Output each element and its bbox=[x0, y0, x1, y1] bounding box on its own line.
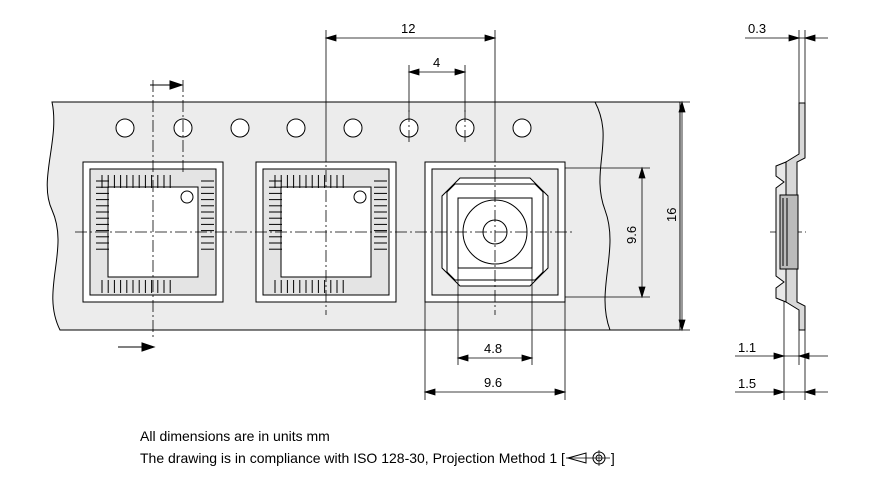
center-lines bbox=[75, 80, 806, 340]
sprocket-hole bbox=[115, 118, 135, 138]
units-note: All dimensions are in units mm bbox=[140, 428, 330, 444]
sprocket-hole bbox=[230, 118, 250, 138]
dim-hole-pitch-label: 4 bbox=[433, 55, 440, 70]
sprocket-holes bbox=[115, 118, 532, 138]
tape-side-view bbox=[775, 102, 806, 331]
dim-pitch-label: 12 bbox=[401, 21, 415, 36]
tape-break-line bbox=[594, 101, 611, 331]
sprocket-hole bbox=[512, 118, 532, 138]
dim-thickness-bottom-label: 1.5 bbox=[738, 376, 756, 391]
pin1-marker bbox=[180, 190, 194, 204]
drawing-notes: All dimensions are in units mm The drawi… bbox=[140, 425, 615, 469]
dim-thickness-top-label: 0.3 bbox=[748, 21, 766, 36]
section-arrows bbox=[118, 80, 184, 352]
dim-thickness-mid-label: 1.1 bbox=[738, 340, 756, 355]
compliance-text: The drawing is in compliance with ISO 12… bbox=[140, 450, 565, 466]
dim-pocket-height-label: 9.6 bbox=[624, 226, 639, 244]
projection-method-1-symbol bbox=[565, 450, 610, 466]
sprocket-hole bbox=[286, 118, 306, 138]
compliance-note: The drawing is in compliance with ISO 12… bbox=[140, 450, 615, 466]
dimension-lines bbox=[324, 30, 828, 400]
pin1-marker bbox=[353, 190, 367, 204]
sprocket-hole bbox=[343, 118, 363, 138]
dim-tape-width-label: 16 bbox=[664, 208, 679, 222]
dim-pocket-width-label: 9.6 bbox=[484, 375, 502, 390]
dim-inner-width-label: 4.8 bbox=[484, 341, 502, 356]
